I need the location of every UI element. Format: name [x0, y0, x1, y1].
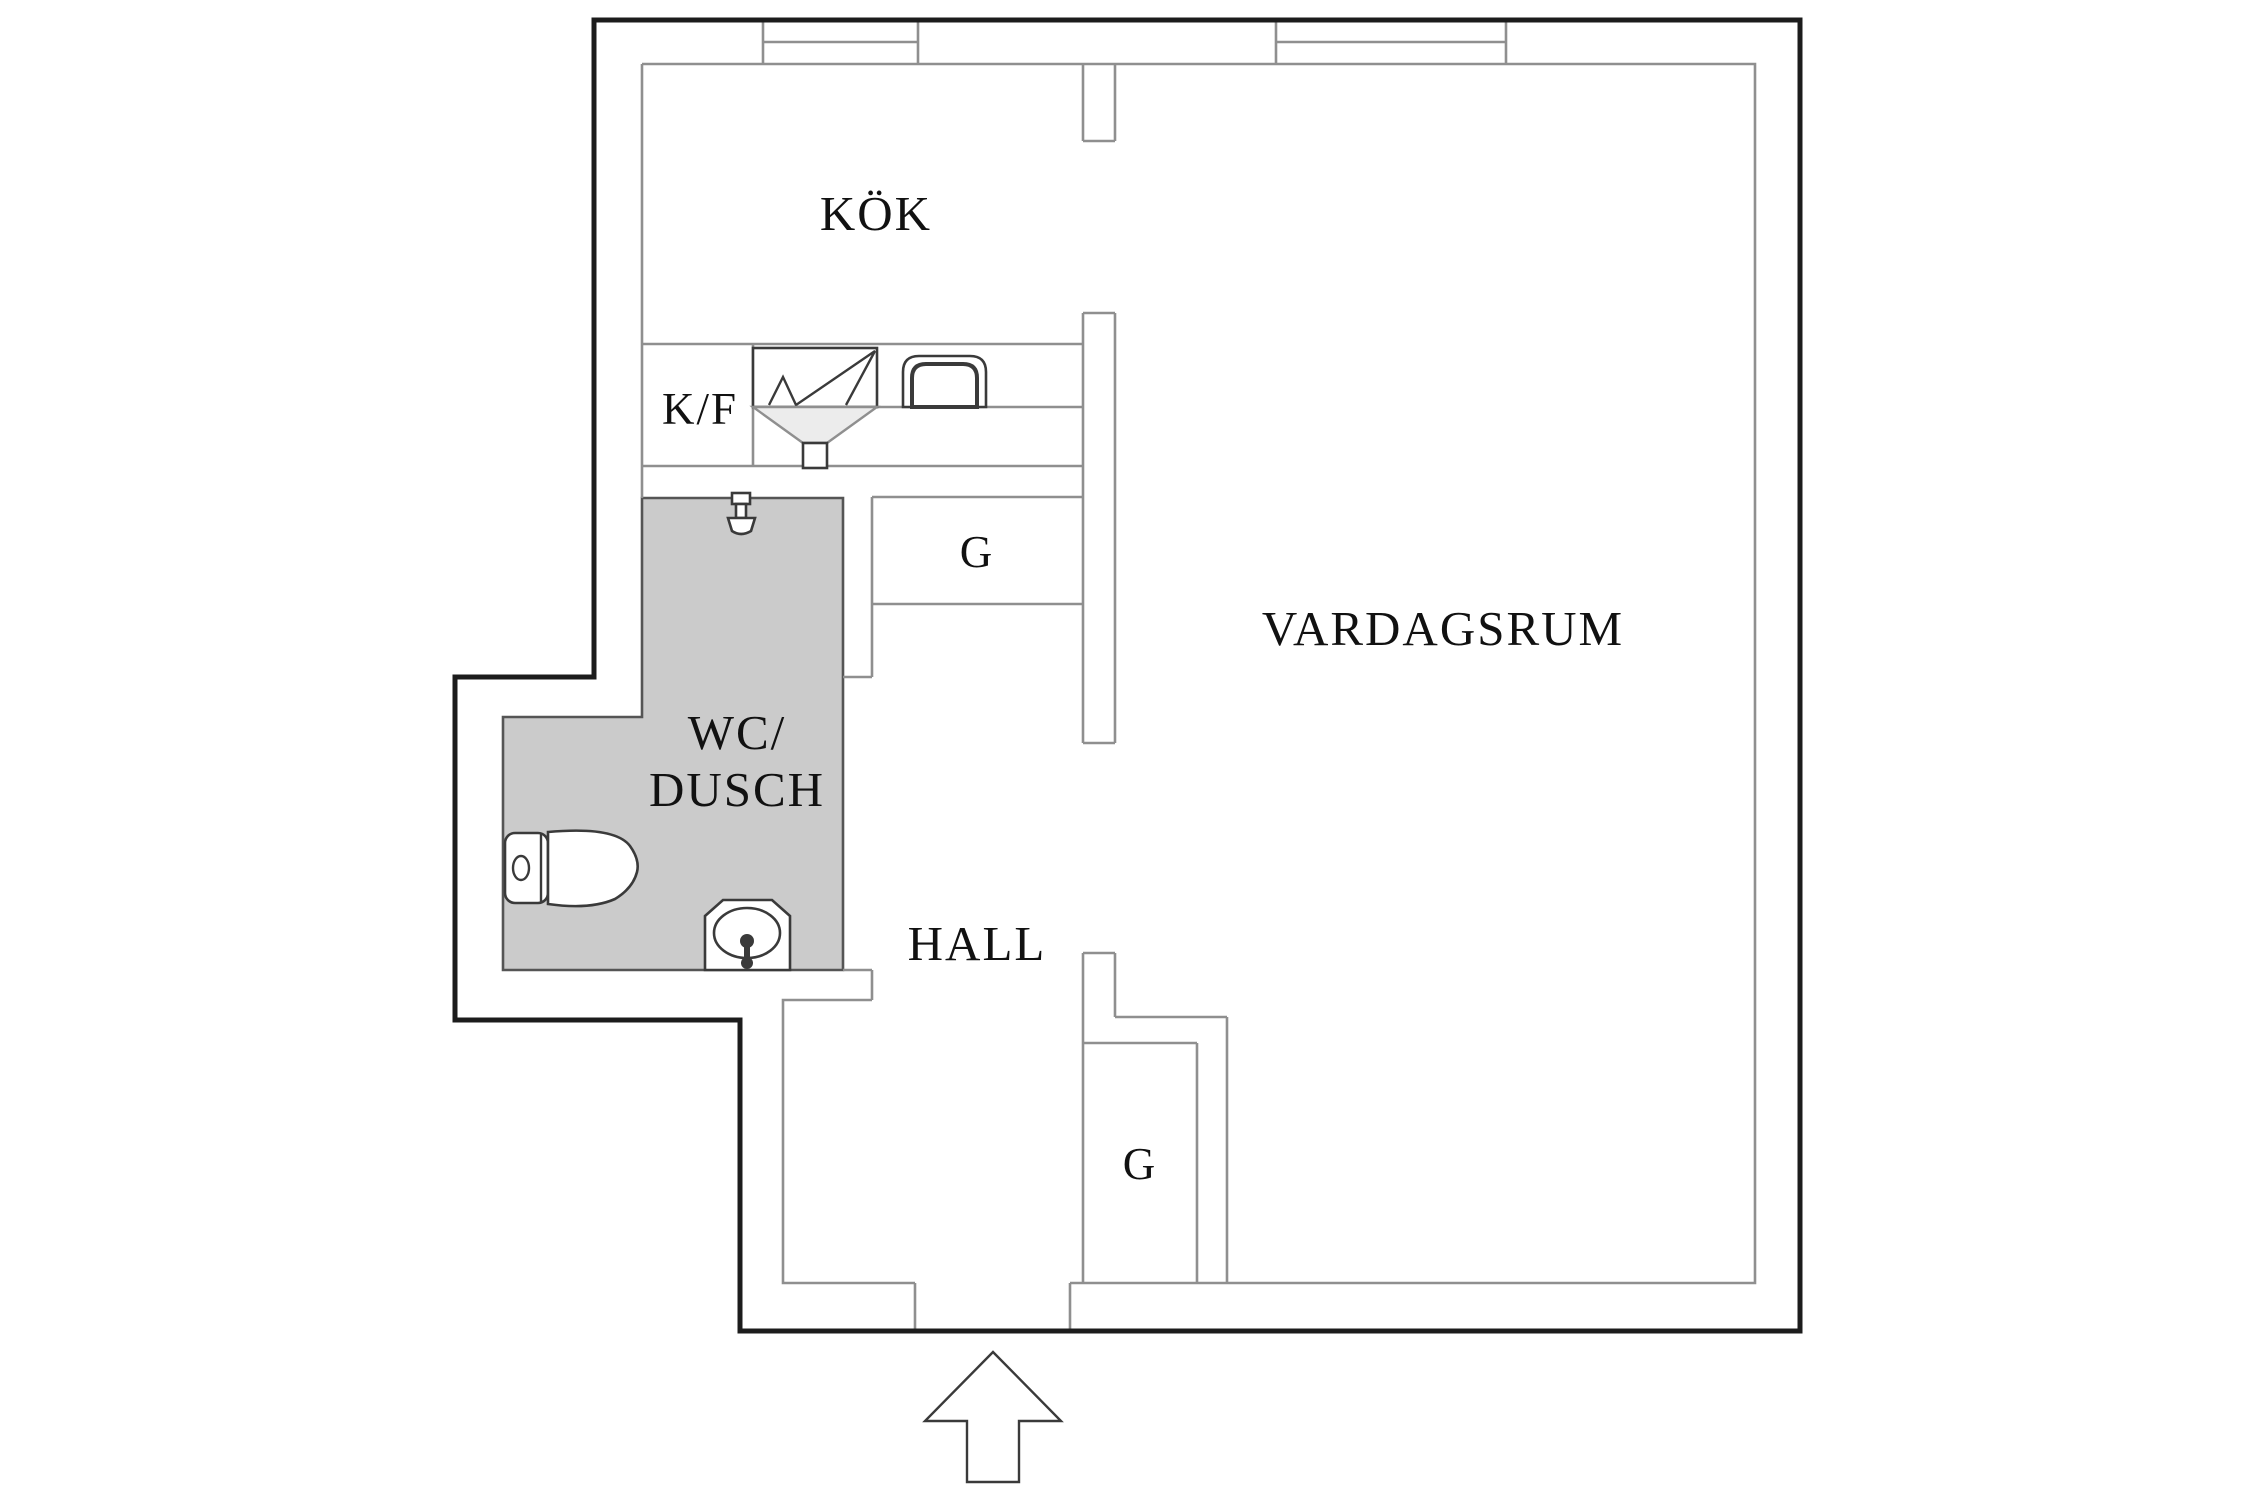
room-label-kitchen: KÖK [820, 186, 932, 241]
bathroom-sink-icon [703, 898, 792, 972]
label-fridge-freezer: K/F [662, 384, 738, 434]
label-wardrobe-lower: G [1123, 1139, 1158, 1189]
extractor-funnel-icon [749, 405, 881, 445]
label-wardrobe-upper: G [960, 527, 995, 577]
room-label-hall: HALL [908, 916, 1047, 971]
extractor-duct-icon [801, 441, 829, 470]
room-label-bathroom-line2: DUSCH [649, 762, 825, 817]
stove-icon [749, 346, 881, 470]
shower-icon [726, 491, 757, 536]
room-label-bathroom-line1: WC/ [688, 705, 787, 760]
room-label-living-room: VARDAGSRUM [1262, 601, 1624, 656]
outer-wall [452, 17, 1803, 1334]
toilet-icon [503, 829, 639, 908]
kitchen-sink-icon [901, 354, 988, 409]
entrance-arrow-icon [922, 1350, 1064, 1484]
